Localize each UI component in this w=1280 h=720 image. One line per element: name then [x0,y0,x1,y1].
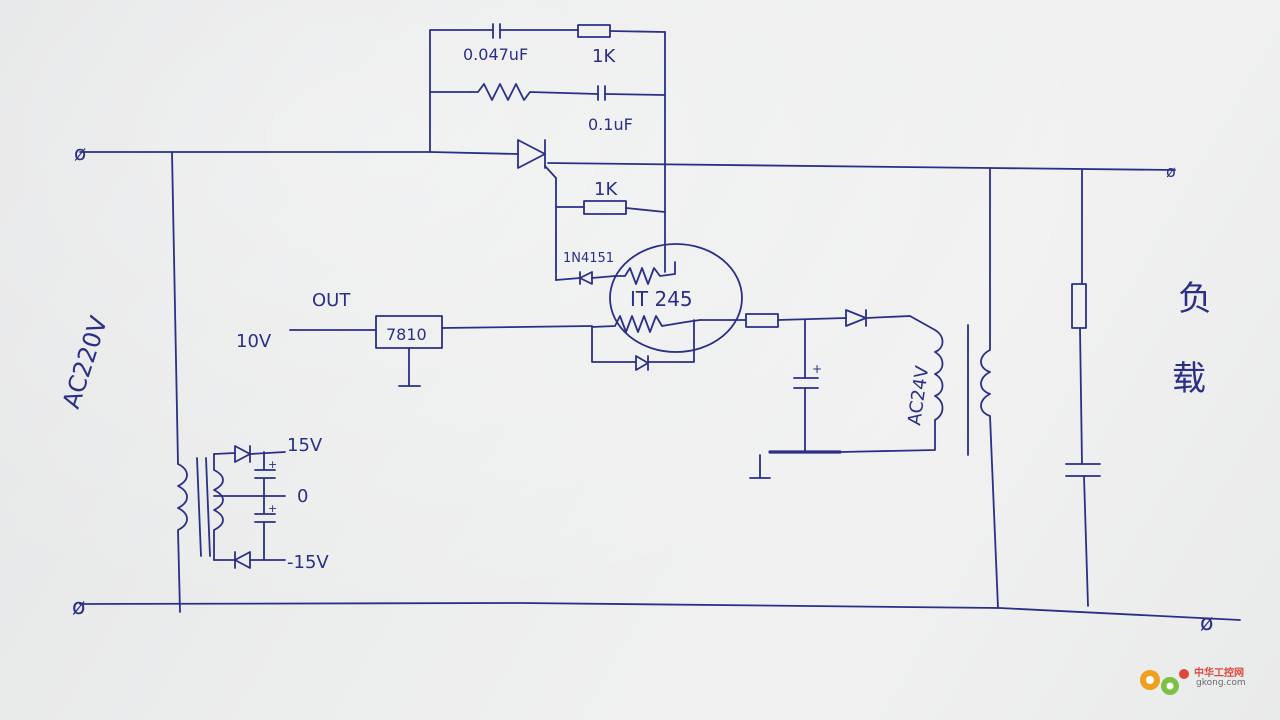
terminal-top-left: ø [74,141,86,165]
cap-01uf-label: 0.1uF [588,115,633,134]
diode-1n4151 [555,271,616,285]
input-10v-label: 10V [236,331,272,352]
cap-0047uf-label: 0.047uF [463,45,528,64]
terminal-bottom-right: ø [1200,611,1213,636]
minus-15v-label: -15V [287,552,329,573]
top-ac-rail [79,151,1176,171]
gate-resistor-network [555,164,666,273]
ac220v-label: AC220V [57,312,113,412]
out-label: OUT [312,290,351,311]
terminal-bottom-left: ø [72,595,85,620]
optocoupler-circle [591,243,743,371]
terminal-top-right: ø [1166,162,1176,181]
res-top-1k-label: 1K [592,46,616,67]
triac-symbol [517,139,557,281]
ac24v-label: AC24V [904,364,933,427]
zero-volt-label: 0 [297,486,308,507]
gkong-watermark: 中华工控网 gkong.com [1134,658,1266,702]
regulator-7810 [289,315,593,387]
load-label-line2: 载 [1172,359,1206,399]
watermark-url: gkong.com [1196,678,1246,688]
plus-15v-label: 15V [287,435,323,456]
watermark-brand: 中华工控网 [1194,668,1244,679]
load-label-line1: 负 [1178,279,1212,319]
rectifier-section: + [699,167,999,609]
optocoupler-label: IT 245 [630,287,693,311]
svg-text:+: + [268,458,277,471]
ac-source-section: + + [171,151,286,613]
gears-logo-icon [1140,669,1189,695]
bottom-ac-rail [79,602,1241,621]
snubber-network [429,23,666,166]
res-gate-1k-label: 1K [594,179,618,200]
regulator-7810-label: 7810 [386,325,427,344]
diode-1n4151-label: 1N4151 [563,251,614,266]
svg-text:+: + [268,502,277,515]
svg-text:+: + [812,362,822,376]
load-branch [1065,169,1101,607]
